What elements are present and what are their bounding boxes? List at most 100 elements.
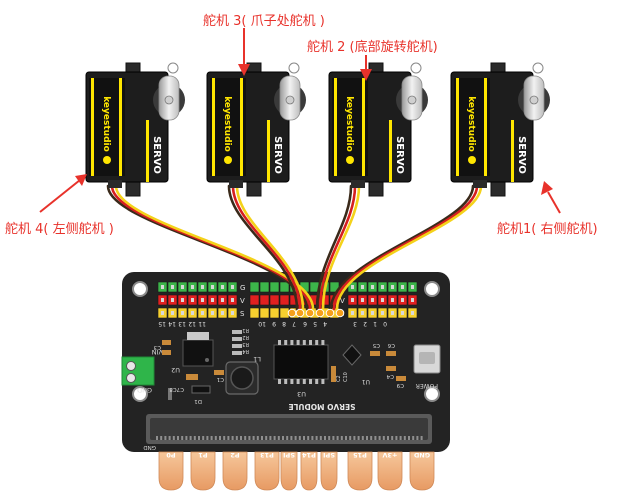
- header-pin-metal: [221, 285, 224, 289]
- servo-stripe: [91, 78, 94, 176]
- edge-tooth: [168, 436, 171, 440]
- servo-horn-tip: [288, 62, 300, 74]
- header-pin-metal: [161, 298, 164, 302]
- edge-tooth: [277, 436, 280, 440]
- servo-stripe: [511, 120, 514, 182]
- edge-tooth: [181, 436, 184, 440]
- edge-pad: [320, 451, 338, 491]
- edge-tooth: [391, 436, 394, 440]
- edge-tooth: [223, 436, 226, 440]
- edge-tooth: [235, 436, 238, 440]
- header-pin-metal: [401, 285, 404, 289]
- edge-tooth: [319, 436, 322, 440]
- header-signal-pin: [279, 307, 290, 319]
- pin-number: 7: [292, 320, 296, 327]
- header-pin-metal: [371, 311, 374, 315]
- edge-tooth: [286, 436, 289, 440]
- chip-leg: [278, 340, 281, 345]
- servo-model-text: SERVO: [516, 136, 527, 174]
- header-pin-metal: [181, 298, 184, 302]
- edge-tooth: [361, 436, 364, 440]
- edge-pin-label: P1: [198, 451, 208, 459]
- header-pin-metal: [391, 311, 394, 315]
- gnd-label: GND: [143, 444, 156, 450]
- pin-number: 8: [282, 320, 286, 327]
- header-pin-metal: [361, 285, 364, 289]
- mounting-hole: [132, 281, 148, 297]
- edge-pad: [158, 451, 184, 491]
- r2-label: R2: [242, 334, 249, 340]
- servo-wire: [318, 184, 357, 311]
- header-pin-metal: [231, 285, 234, 289]
- chip-leg: [302, 379, 306, 384]
- servo-stripe: [119, 78, 122, 176]
- u3-label: U3: [297, 390, 306, 398]
- edge-tooth: [240, 436, 242, 440]
- edge-pin-label: +3V: [383, 451, 398, 459]
- servo-stripe: [362, 78, 365, 176]
- header-pin-metal: [381, 298, 384, 302]
- u3-chip: [273, 340, 329, 384]
- header-pins: [157, 281, 418, 319]
- header-ground-pin: [279, 281, 290, 293]
- servo-stripe: [389, 120, 392, 182]
- edge-tooth: [227, 436, 230, 440]
- header-pin-metal: [171, 285, 174, 289]
- power-label: POWER: [416, 382, 438, 389]
- edge-pin-label: P15: [353, 451, 367, 459]
- chip-leg: [290, 379, 294, 384]
- c9-cap: [396, 376, 406, 381]
- edge-pad: [254, 451, 280, 491]
- servo-horn-tip: [410, 62, 422, 74]
- power-connector-port: [419, 352, 435, 364]
- edge-tooth: [160, 436, 163, 440]
- chip-leg: [278, 379, 281, 384]
- chip-leg: [296, 340, 300, 345]
- brand-logo: [468, 156, 476, 164]
- header-pin-metal: [391, 285, 394, 289]
- header-pin-metal: [161, 311, 164, 315]
- edge-tooth: [332, 436, 335, 440]
- c3-cap: [162, 340, 171, 345]
- c1-cap: [214, 370, 224, 375]
- edge-tooth: [261, 436, 263, 440]
- edge-tooth: [177, 436, 179, 440]
- header-pin-metal: [201, 298, 204, 302]
- label-servo-3: 舵机 3( 爪子处舵机 ): [203, 14, 325, 29]
- edge-tooth: [252, 436, 255, 440]
- row-label-v: V: [240, 297, 245, 305]
- c2-cap: [186, 374, 198, 380]
- servo-model-text: SERVO: [394, 136, 405, 174]
- header-pin-metal: [391, 298, 394, 302]
- edge-pad: [300, 451, 318, 491]
- edge-connector-inner: [150, 418, 428, 440]
- edge-tooth: [294, 436, 297, 440]
- header-power-pin: [249, 294, 260, 306]
- edge-tooth: [307, 436, 310, 440]
- edge-tooth: [189, 436, 192, 440]
- edge-tooth: [256, 436, 259, 440]
- c5-label: C5: [372, 342, 380, 348]
- r-resistor: [232, 337, 242, 341]
- pin-number: 13: [178, 320, 186, 327]
- edge-tooth: [210, 436, 213, 440]
- chip-leg: [321, 340, 325, 345]
- l1-label: L1: [253, 355, 261, 363]
- brand-logo: [346, 156, 354, 164]
- edge-tooth: [231, 436, 234, 440]
- edge-tooth: [324, 436, 326, 440]
- servo-wire: [329, 184, 475, 311]
- header-pin-metal: [361, 298, 364, 302]
- c9-label: C9: [396, 382, 404, 388]
- pin-number: 6: [303, 320, 307, 327]
- edge-tooth: [408, 436, 410, 440]
- edge-tooth: [374, 436, 377, 440]
- edge-pin-label: GND: [413, 451, 430, 459]
- servo-model-text: SERVO: [272, 136, 283, 174]
- label-servo-2: 舵机 2 (底部旋转舵机): [307, 40, 438, 55]
- header-power-pin: [269, 294, 280, 306]
